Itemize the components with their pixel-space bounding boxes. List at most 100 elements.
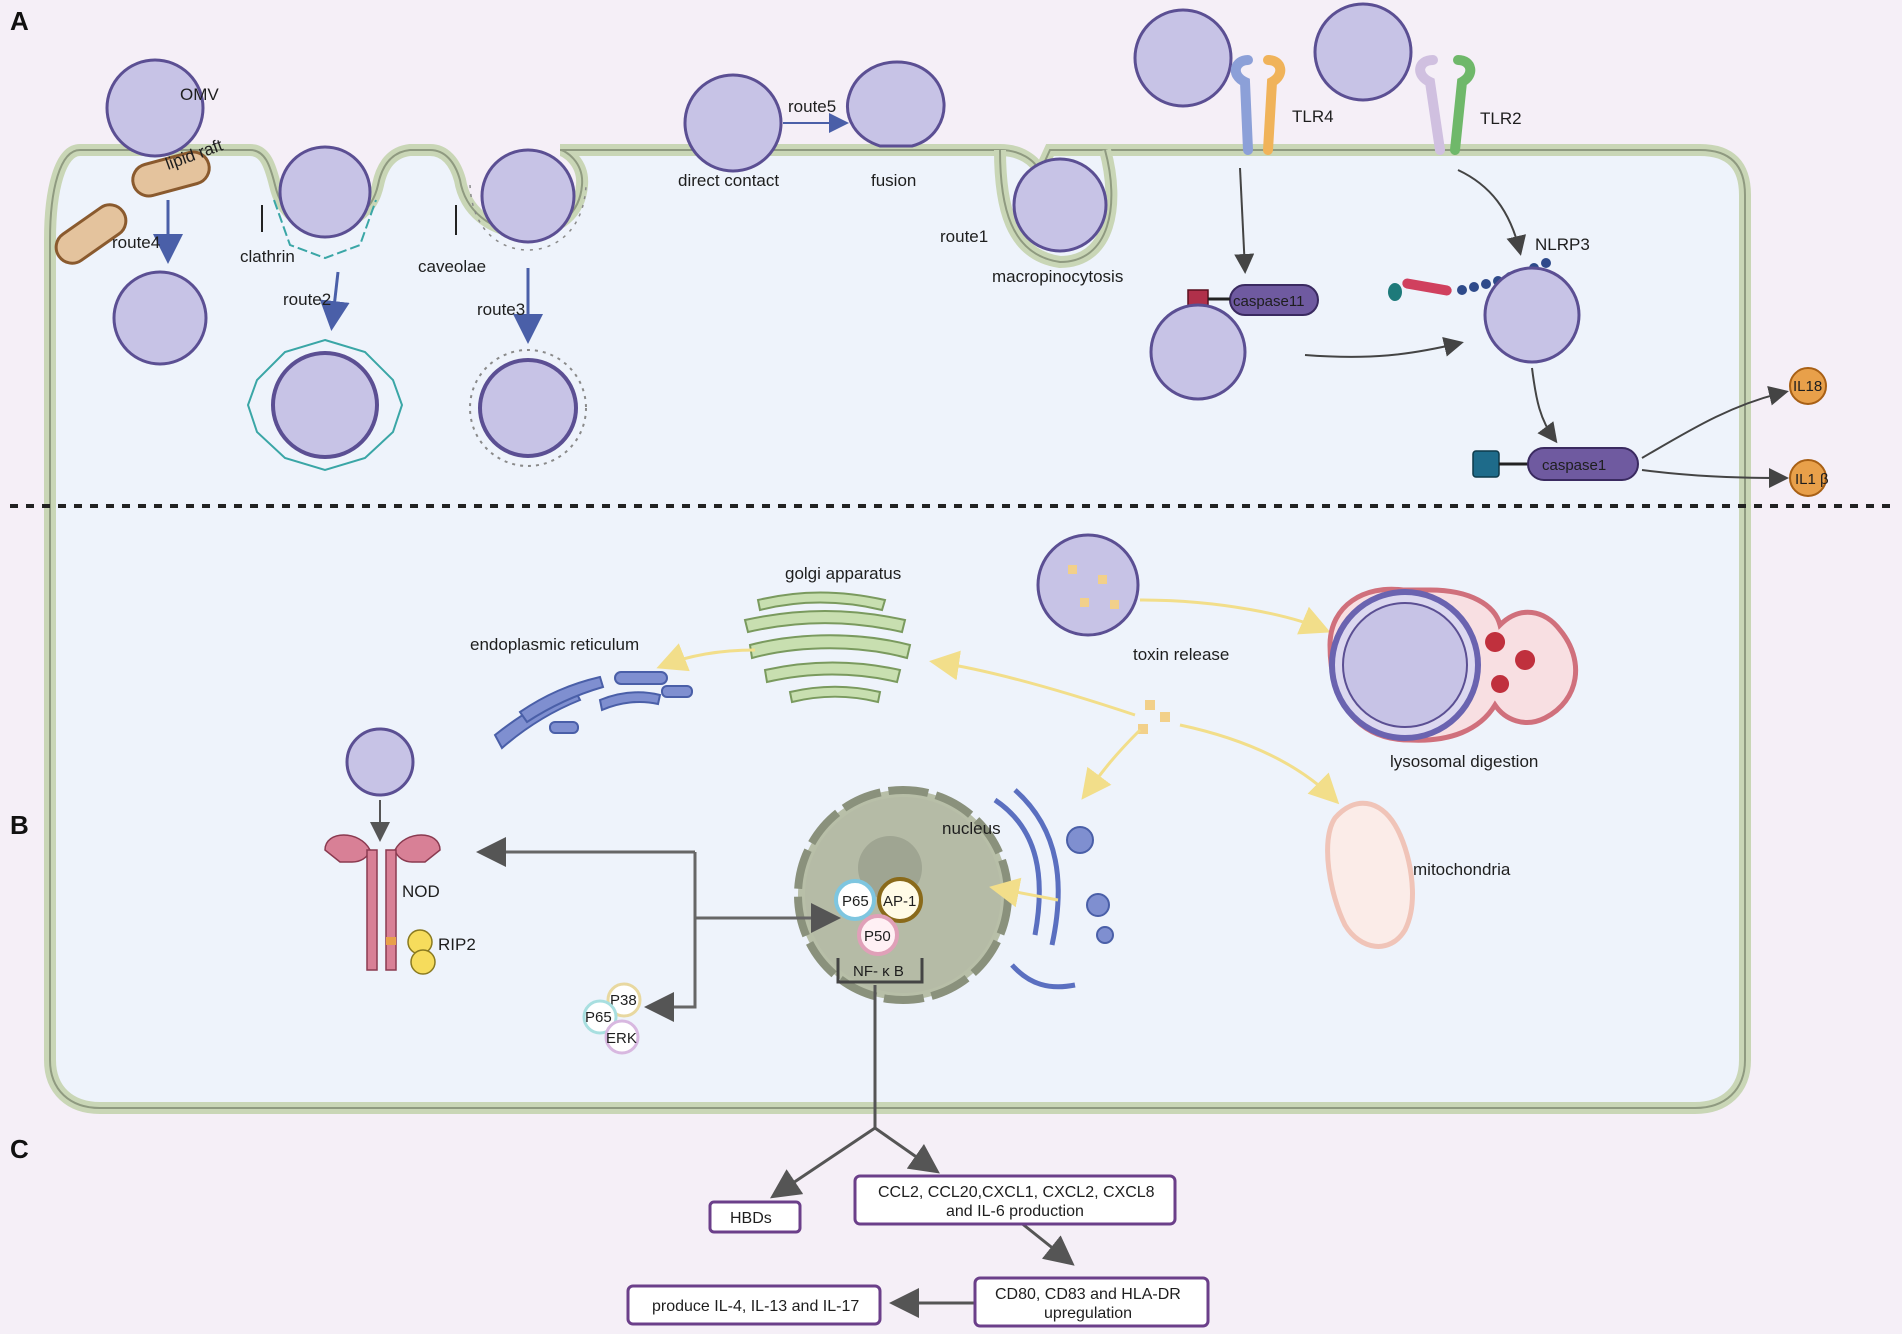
il18-label: IL18 xyxy=(1793,378,1822,395)
il18-bead xyxy=(1789,367,1827,405)
erk-label: ERK xyxy=(606,1030,637,1047)
panel-label-b: B xyxy=(10,810,29,840)
produce-label: produce IL-4, IL-13 and IL-17 xyxy=(652,1298,859,1315)
direct-contact-label: direct contact xyxy=(678,171,779,190)
golgi-apparatus xyxy=(743,591,912,704)
nfkb-label: NF- κ B xyxy=(853,963,904,980)
p65-mapk xyxy=(582,999,618,1035)
macropinocytosis-label: macropinocytosis xyxy=(992,267,1123,286)
route2-arrow xyxy=(319,271,350,331)
caspase11-nlrp3-arrow xyxy=(1304,337,1464,358)
chemokine-box xyxy=(853,1174,1177,1226)
p65-mapk-label: P65 xyxy=(585,1009,612,1026)
nfkb-bracket xyxy=(836,958,924,984)
direct-contact-vesicle xyxy=(683,73,783,173)
route1-label: route1 xyxy=(940,227,988,246)
toxin-arrows xyxy=(656,598,1340,805)
macropinocytosis-cup xyxy=(994,148,1118,269)
p38-label: P38 xyxy=(610,992,637,1009)
clathrin-pit-vesicle xyxy=(278,145,372,239)
route4-label: route4 xyxy=(112,233,160,252)
mitochondria-label: mitochondria xyxy=(1413,860,1511,879)
rip2-label: RIP2 xyxy=(438,935,476,954)
caveolae-label: caveolae xyxy=(418,257,486,276)
caspase1-card xyxy=(1472,450,1500,478)
er-label: endoplasmic reticulum xyxy=(470,635,639,654)
nod-label: NOD xyxy=(402,882,440,901)
erk-kinase xyxy=(604,1019,640,1055)
nlrp3-label: NLRP3 xyxy=(1535,235,1590,254)
nlrp3-omv xyxy=(1483,266,1581,364)
tlr2-nlrp3-arrow xyxy=(1457,169,1527,256)
route5-label: route5 xyxy=(788,97,836,116)
tlr4-omv xyxy=(1133,8,1233,108)
caspase1-il1b-arrow xyxy=(1641,467,1789,488)
tlr4-receptor-b xyxy=(1263,55,1286,155)
panel-label-c: C xyxy=(10,1134,29,1164)
endoplasmic-reticulum xyxy=(493,671,693,750)
produce-box xyxy=(626,1284,882,1326)
er-vesicle-2 xyxy=(1086,893,1110,917)
il1b-label: IL1 β xyxy=(1795,471,1829,488)
hbds-box xyxy=(708,1200,802,1234)
lysosome xyxy=(1327,586,1578,743)
caspase1-il18-arrow xyxy=(1641,385,1789,459)
nlrp3-nacht xyxy=(1402,278,1452,296)
rip2-bead-2 xyxy=(410,949,436,975)
toxin-omv xyxy=(1036,533,1140,637)
fusion-label: fusion xyxy=(871,171,916,190)
tlr2-receptor-a xyxy=(1415,55,1445,155)
ap1-factor xyxy=(877,877,923,923)
p50-label: P50 xyxy=(864,928,891,945)
omv-label: OMV xyxy=(180,85,219,104)
nod-rip2-link xyxy=(386,937,396,945)
il1b-bead xyxy=(1789,459,1827,497)
clathrin-label: clathrin xyxy=(240,247,295,266)
toxin-particles xyxy=(1068,565,1170,734)
rough-er xyxy=(993,788,1076,990)
hbds-label: HBDs xyxy=(730,1210,772,1227)
nucleus-label: nucleus xyxy=(942,819,1001,838)
route2-label: route2 xyxy=(283,290,331,309)
fusion-vesicle xyxy=(845,60,946,148)
signalling-paths xyxy=(476,837,841,1022)
toxin-nucleus-arrow xyxy=(989,877,1059,908)
p65-subunit xyxy=(834,879,876,921)
caspase11-label: caspase11 xyxy=(1233,293,1304,310)
tlr2-omv xyxy=(1313,2,1413,102)
caspase1-label: caspase1 xyxy=(1542,457,1606,474)
tlr4-caspase11-arrow xyxy=(1234,167,1255,274)
cd-upregulation-box xyxy=(973,1276,1210,1328)
clathrin-coated-vesicle xyxy=(271,351,379,459)
caveolar-vesicle xyxy=(478,358,578,458)
toxin-release-label: toxin release xyxy=(1133,645,1229,664)
nlrp3-caspase1-arrow xyxy=(1531,367,1558,444)
clathrin-coated-vesicle-coat xyxy=(246,338,404,472)
er-vesicle-3 xyxy=(1096,926,1114,944)
nod-omv xyxy=(345,727,415,797)
ap1-label: AP-1 xyxy=(883,893,916,910)
macropinosome xyxy=(1012,157,1108,253)
panel-label-a: A xyxy=(10,6,29,36)
tlr4-label: TLR4 xyxy=(1292,107,1334,126)
clathrin-coat xyxy=(273,199,377,260)
omv-vesicle xyxy=(105,58,205,158)
nod-receptor xyxy=(324,834,441,971)
mitochondrion xyxy=(1325,800,1415,949)
er-vesicle-1 xyxy=(1066,826,1094,854)
golgi-label: golgi apparatus xyxy=(785,564,901,583)
tlr4-receptor-a xyxy=(1230,55,1253,155)
lipid-raft-top xyxy=(131,150,211,198)
lysosomal-digestion-label: lysosomal digestion xyxy=(1390,752,1538,771)
chemokine-line1: CCL2, CCL20,CXCL1, CXCL2, CXCL8 xyxy=(878,1184,1155,1201)
route3-label: route3 xyxy=(477,300,525,319)
lipid-raft-side xyxy=(54,203,128,265)
cd-line1: CD80, CD83 and HLA-DR xyxy=(995,1286,1181,1303)
nlrp3-pyd xyxy=(1388,283,1402,301)
caspase1-pill xyxy=(1527,447,1639,481)
tlr2-label: TLR2 xyxy=(1480,109,1522,128)
p65-label: P65 xyxy=(842,893,869,910)
caveolae-vesicle xyxy=(480,148,576,244)
